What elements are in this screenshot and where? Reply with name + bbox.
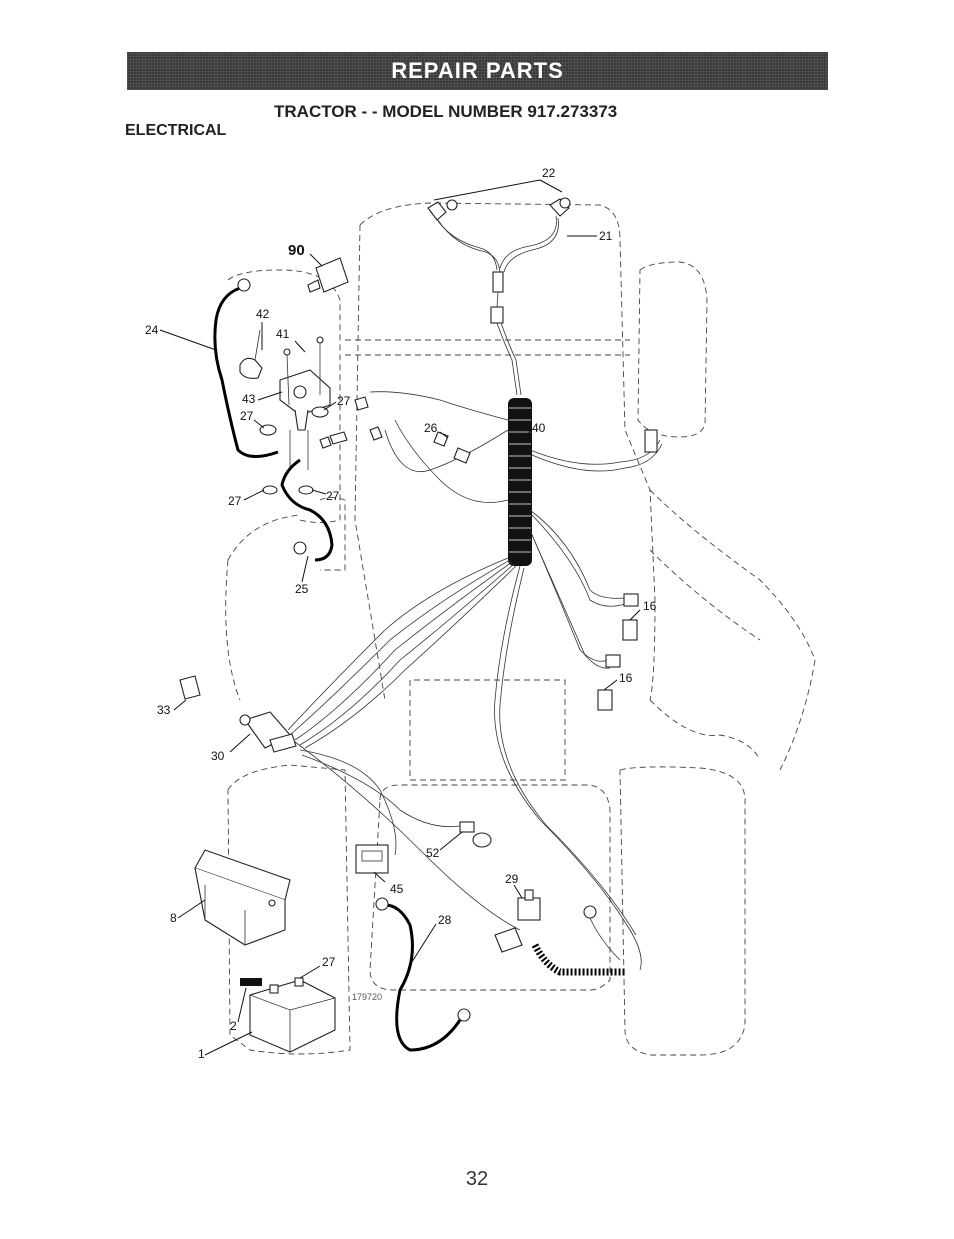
- callout-27-c: 27: [228, 494, 242, 508]
- callout-25: 25: [295, 582, 309, 596]
- tractor-outline: [225, 202, 816, 1056]
- model-title: TRACTOR - - MODEL NUMBER 917.273373: [274, 102, 618, 121]
- battery-1: [240, 977, 336, 1053]
- callout-27-a: 27: [240, 409, 254, 423]
- corrugated-loom: [508, 398, 532, 566]
- callout-41: 41: [276, 327, 290, 341]
- coiled-wire: [531, 943, 625, 976]
- callout-22: 22: [542, 166, 556, 180]
- callout-30: 30: [211, 749, 225, 763]
- ignition-switch-30: [239, 711, 297, 753]
- battery-cable-28: [384, 903, 462, 1052]
- callout-90: 90: [288, 242, 305, 259]
- callout-26: 26: [424, 421, 438, 435]
- battery-cable-25: [280, 458, 334, 562]
- hour-meter-45: [355, 844, 389, 874]
- section-banner: REPAIR PARTS: [127, 52, 828, 90]
- callout-16-b: 16: [619, 671, 633, 685]
- callout-45: 45: [390, 882, 404, 896]
- callout-40: 40: [532, 421, 546, 435]
- callout-28: 28: [438, 913, 452, 927]
- banner-title: REPAIR PARTS: [391, 58, 564, 83]
- callout-21: 21: [599, 229, 613, 243]
- seat-switch-connector: [644, 429, 658, 453]
- leader-lines: [159, 179, 641, 1056]
- battery-tray-8: [194, 849, 291, 946]
- callout-33: 33: [157, 703, 171, 717]
- callout-labels: 22 21 90 24 42 41 43 27 27 27 27 26 40 1…: [145, 166, 657, 1061]
- battery-cable-24: [213, 286, 279, 458]
- connector-16: [597, 593, 639, 711]
- callout-42: 42: [256, 307, 270, 321]
- callout-16-a: 16: [643, 599, 657, 613]
- wire-bundle: [287, 391, 663, 971]
- callout-27-e: 27: [322, 955, 336, 969]
- page-number: 32: [465, 1168, 489, 1190]
- callout-27-d: 27: [326, 489, 340, 503]
- callout-52: 52: [426, 846, 440, 860]
- callout-1: 1: [198, 1047, 205, 1061]
- relay-33: [179, 675, 201, 700]
- connector-26: [433, 431, 471, 464]
- callout-8: 8: [170, 911, 177, 925]
- callout-27-b: 27: [337, 394, 351, 408]
- terminal-boot: [239, 357, 263, 379]
- lamp-52: [459, 821, 492, 848]
- switch-29: [494, 889, 541, 953]
- callout-24: 24: [145, 323, 159, 337]
- callout-29: 29: [505, 872, 519, 886]
- callout-2: 2: [230, 1019, 237, 1033]
- drawing-number: 179720: [352, 992, 382, 1002]
- section-heading: ELECTRICAL: [125, 122, 227, 139]
- part-90: [315, 257, 349, 293]
- headlight-harness: [427, 197, 571, 396]
- callout-43: 43: [242, 392, 256, 406]
- solenoid: [259, 336, 331, 495]
